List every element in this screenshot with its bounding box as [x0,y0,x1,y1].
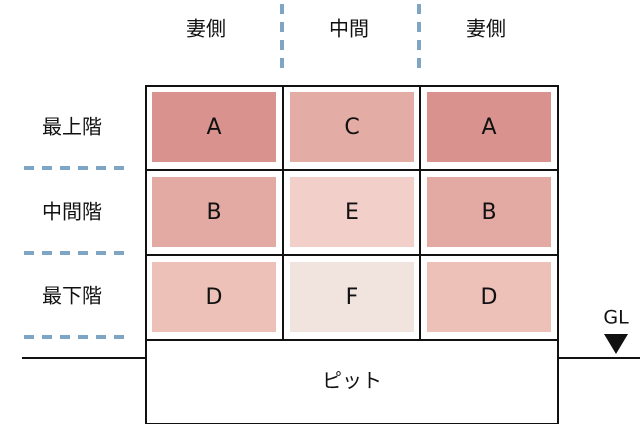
zone-cell-middle-left [152,177,276,247]
pit-label: ピット [322,369,382,393]
zone-label-bottom-middle: F [346,285,359,310]
zone-label-top-right: A [481,115,496,140]
zone-cell-bottom-right [427,262,551,332]
zone-label-bottom-right: D [481,285,498,310]
zone-cell-middle-middle [290,177,414,247]
zone-label-bottom-left: D [206,285,223,310]
zone-label-top-middle: C [344,115,359,140]
triangle-down-icon [604,334,628,354]
zone-label-middle-middle: E [345,200,359,225]
zone-cell-top-left [152,92,276,162]
floor-label-middle: 中間階 [42,200,102,224]
zone-cell-middle-right [427,177,551,247]
floor-label-bottom: 最下階 [42,284,102,308]
column-header-right: 妻側 [466,17,506,41]
pit-box [145,339,559,424]
zone-label-middle-right: B [481,200,496,225]
zone-cell-bottom-left [152,262,276,332]
floor-label-top: 最上階 [42,115,102,139]
zone-cell-top-middle [290,92,414,162]
ground-level-label: GL [603,307,629,329]
zone-cell-bottom-middle [290,262,414,332]
column-header-left: 妻側 [186,17,226,41]
column-header-middle: 中間 [329,17,369,41]
zone-label-middle-left: B [206,200,221,225]
zone-cell-top-right [427,92,551,162]
zone-label-top-left: A [206,115,221,140]
